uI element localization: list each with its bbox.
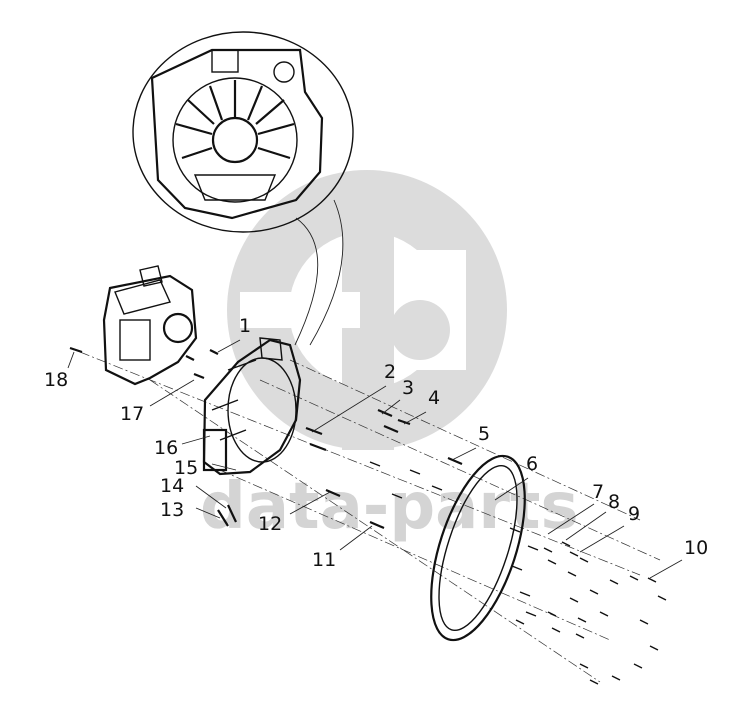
- callout-13: 13: [160, 499, 184, 521]
- callout-7: 7: [592, 481, 604, 503]
- cover-ring: [430, 454, 526, 642]
- callout-10: 10: [684, 537, 708, 559]
- inset-detail-view: [132, 31, 354, 233]
- flywheel-housing: [202, 337, 302, 476]
- watermark-logo: [227, 170, 507, 450]
- inset-connector-line: [309, 199, 344, 346]
- callout-5: 5: [478, 423, 490, 445]
- callout-3: 3: [402, 377, 414, 399]
- callout-4: 4: [428, 387, 440, 409]
- callout-2: 2: [384, 361, 396, 383]
- callout-1: 1: [239, 315, 251, 337]
- callout-9: 9: [628, 503, 640, 525]
- inset-connector-line-2: [294, 217, 319, 346]
- gear-housing: [102, 265, 198, 386]
- callout-12: 12: [258, 513, 282, 535]
- callout-leaders: [67, 339, 683, 579]
- callout-15: 15: [174, 457, 198, 479]
- callout-labels: 1 2 3 4 5 6 7 8 9 10 11 12 13 14 15 16 1…: [44, 315, 708, 571]
- callout-14: 14: [160, 475, 184, 497]
- callout-6: 6: [526, 453, 538, 475]
- callout-11: 11: [312, 549, 336, 571]
- callout-8: 8: [608, 491, 620, 513]
- callout-17: 17: [120, 403, 144, 425]
- callout-18: 18: [44, 369, 68, 391]
- callout-16: 16: [154, 437, 178, 459]
